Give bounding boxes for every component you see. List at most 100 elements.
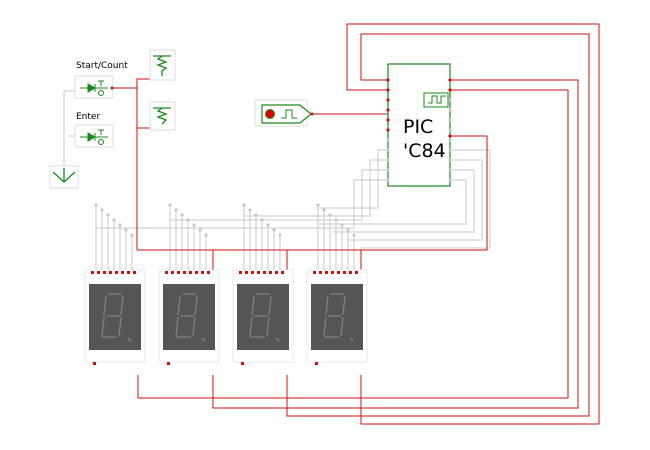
pic-pin: [448, 138, 452, 142]
pic-pin: [386, 118, 390, 122]
ground-symbol[interactable]: [49, 165, 79, 189]
bus-junction: [100, 208, 104, 212]
enter-label: Enter: [76, 112, 100, 122]
pic-pin: [448, 134, 452, 138]
bus-junction: [242, 203, 246, 207]
display-4[interactable]: [306, 269, 368, 365]
pic-chip[interactable]: PIC 'C84: [386, 63, 452, 187]
bus-junction: [260, 218, 264, 222]
display-pin: [183, 271, 186, 274]
bus-junction: [174, 208, 178, 212]
active-wires: [112, 23, 600, 425]
display-pin: [319, 271, 322, 274]
pic-clock-icon: [423, 92, 449, 108]
bus-junction: [254, 213, 258, 217]
clock-source[interactable]: [254, 99, 314, 127]
enter-button[interactable]: Enter: [74, 112, 114, 148]
display-pin: [355, 271, 358, 274]
bus-junction: [334, 218, 338, 222]
seven-segment-display-icon: [89, 284, 141, 350]
bus-junction: [124, 228, 128, 232]
display-pin: [127, 271, 130, 274]
display-pin: [195, 271, 198, 274]
display-pin: [281, 271, 284, 274]
bus-junction: [248, 208, 252, 212]
pic-chip-name: PIC: [403, 116, 433, 138]
pic-pin: [448, 108, 452, 112]
square-wave-icon: [281, 109, 297, 119]
pic-pins: [386, 78, 452, 182]
pic-pin: [386, 138, 390, 142]
bus-junction: [106, 213, 110, 217]
bus-junction: [278, 233, 282, 237]
bus-junction: [328, 213, 332, 217]
display-3[interactable]: [232, 269, 294, 365]
bus-junction: [118, 223, 122, 227]
display-pin: [337, 271, 340, 274]
bus-junction: [204, 233, 208, 237]
display-pin: [115, 271, 118, 274]
start-count-label: Start/Count: [76, 61, 128, 71]
pullup-resistor-icon: [153, 55, 171, 76]
display-pin: [313, 271, 316, 274]
display-pin: [109, 271, 112, 274]
display-pin: [133, 271, 136, 274]
display-pin: [189, 271, 192, 274]
pic-pin: [448, 98, 452, 102]
display-pin: [257, 271, 260, 274]
pushbutton-icon: [80, 80, 108, 96]
display-pin: [201, 271, 204, 274]
bus-junction: [340, 223, 344, 227]
display-pin: [165, 271, 168, 274]
bus-junction: [180, 213, 184, 217]
display-common-pin: [315, 362, 318, 365]
pic-pin: [448, 88, 452, 92]
pic-pin: [386, 78, 390, 82]
display-pin: [331, 271, 334, 274]
display-pin: [269, 271, 272, 274]
seven-segment-display-icon: [163, 284, 215, 350]
pic-pin: [386, 128, 390, 132]
pic-chip-model: 'C84: [403, 140, 446, 162]
pic-pin: [386, 168, 390, 172]
display-pin: [207, 271, 210, 274]
display-1[interactable]: [84, 269, 146, 365]
display-pin: [349, 271, 352, 274]
display-common-pin: [241, 362, 244, 365]
pic-pin: [448, 118, 452, 122]
bus-junction: [130, 233, 134, 237]
display-common-pin: [93, 362, 96, 365]
pic-pin: [386, 148, 390, 152]
display-pin: [97, 271, 100, 274]
bus-junction: [322, 208, 326, 212]
display-pin: [121, 271, 124, 274]
bus-junction: [352, 233, 356, 237]
bus-junction: [266, 223, 270, 227]
clock-led-icon: [265, 109, 275, 119]
display-pin: [263, 271, 266, 274]
bus-junction: [168, 203, 172, 207]
seven-segment-display-icon: [311, 284, 363, 350]
display-pin: [171, 271, 174, 274]
start-count-button[interactable]: Start/Count: [74, 61, 128, 99]
pic-chip-icon: [387, 63, 451, 187]
bus-junction: [316, 203, 320, 207]
pic-pin: [386, 88, 390, 92]
display-pin: [245, 271, 248, 274]
pic-pin: [448, 178, 452, 182]
bus-junction: [94, 203, 98, 207]
pic-pin: [448, 128, 452, 132]
bus-junction: [272, 228, 276, 232]
pullup-resistor-2[interactable]: [149, 101, 176, 131]
bus-junction: [112, 218, 116, 222]
bus-junction: [186, 218, 190, 222]
pic-pin: [448, 158, 452, 162]
pic-pin: [386, 108, 390, 112]
display-2[interactable]: [158, 269, 220, 365]
pullup-resistor-1[interactable]: [149, 49, 176, 81]
bus-junction: [198, 228, 202, 232]
display-pin: [325, 271, 328, 274]
pic-pin: [448, 148, 452, 152]
pic-pin: [386, 158, 390, 162]
